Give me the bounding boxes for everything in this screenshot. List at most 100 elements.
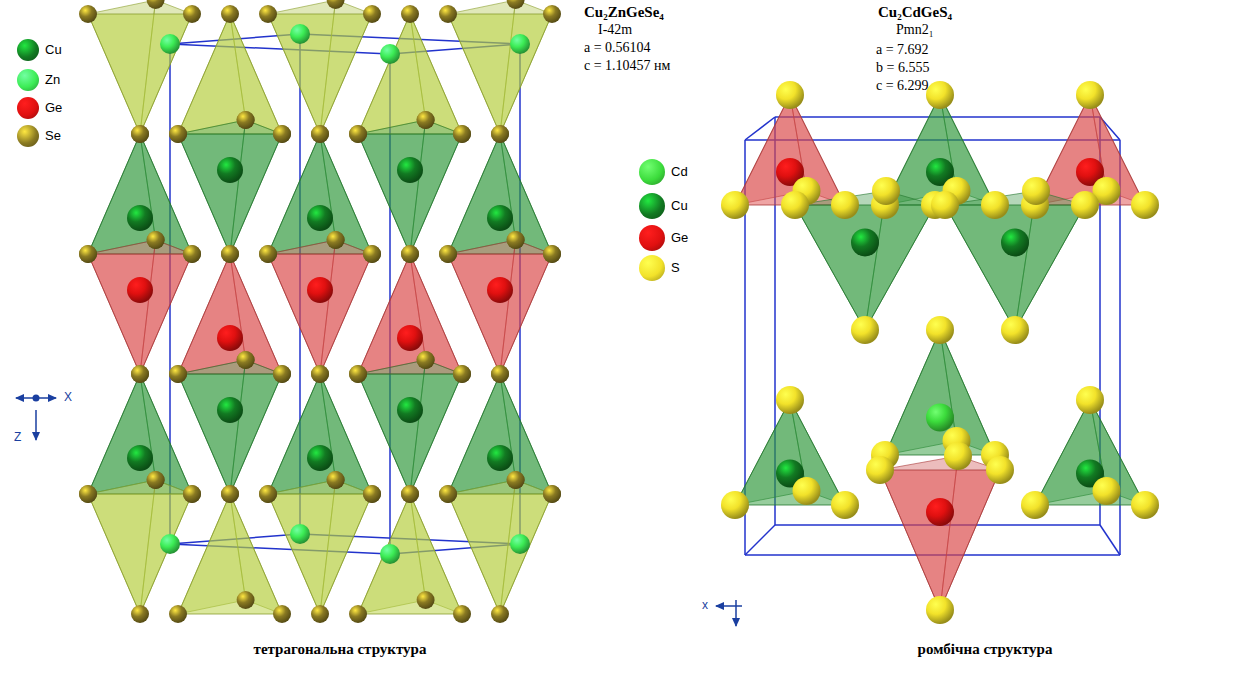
tetra-face — [178, 254, 282, 374]
formula: Cu₂CdGeS₄ — [878, 3, 952, 21]
atom — [131, 365, 149, 383]
atom — [349, 125, 367, 143]
tetra-face — [885, 95, 995, 205]
tetra-face — [735, 400, 845, 505]
atom — [273, 125, 291, 143]
legend-swatch — [639, 193, 665, 219]
atom — [237, 111, 255, 129]
axis-label: X — [64, 390, 72, 404]
atom — [397, 157, 423, 183]
atom — [273, 125, 291, 143]
atom — [1076, 81, 1104, 109]
atom — [872, 177, 900, 205]
atom — [981, 191, 1009, 219]
tetra-face — [448, 254, 552, 374]
atom — [487, 277, 513, 303]
atom — [401, 245, 419, 263]
atom — [147, 471, 165, 489]
tetra-face — [178, 494, 282, 614]
atom — [349, 365, 367, 383]
atom — [217, 325, 243, 351]
unit-cell-edge — [1100, 525, 1120, 555]
formula: Cu₂ZnGeSe₄ — [584, 3, 664, 21]
legend-label: S — [671, 260, 680, 276]
atom — [237, 351, 255, 369]
atom — [237, 111, 255, 129]
atom — [363, 485, 381, 503]
atom — [147, 471, 165, 489]
tetra-face — [945, 205, 1085, 330]
atom — [397, 325, 423, 351]
atom — [127, 277, 153, 303]
atom — [327, 0, 345, 9]
legend-swatch — [17, 125, 39, 147]
tetra-face — [795, 205, 935, 330]
atom — [160, 34, 180, 54]
atom — [721, 191, 749, 219]
atom — [311, 365, 329, 383]
structure-caption: ромбічна структура — [918, 640, 1053, 658]
atom — [217, 397, 243, 423]
atom — [776, 386, 804, 414]
atom — [131, 605, 149, 623]
atom — [1076, 386, 1104, 414]
atom — [439, 485, 457, 503]
atom — [290, 24, 310, 44]
legend-label: Ge — [671, 230, 688, 246]
atom — [721, 491, 749, 519]
tetra-face — [88, 14, 192, 134]
atom — [507, 231, 525, 249]
atom — [543, 485, 561, 503]
tetra-face — [178, 14, 282, 134]
tetra-face — [1035, 95, 1145, 205]
atom — [1093, 477, 1121, 505]
atom — [851, 229, 879, 257]
atom — [79, 245, 97, 263]
atom — [237, 591, 255, 609]
atom — [926, 404, 954, 432]
atom — [507, 471, 525, 489]
tetra-face — [268, 374, 372, 494]
atom — [781, 191, 809, 219]
tetra-face — [178, 134, 282, 254]
tetra-face — [1035, 400, 1145, 505]
atom — [221, 485, 239, 503]
tetra-face — [88, 254, 192, 374]
atom — [327, 231, 345, 249]
atom — [183, 245, 201, 263]
atom — [453, 365, 471, 383]
space-group: I-42m — [598, 22, 632, 39]
atom — [453, 125, 471, 143]
atom — [507, 231, 525, 249]
atom — [237, 351, 255, 369]
atom — [1071, 191, 1099, 219]
atom — [491, 125, 509, 143]
atom — [273, 365, 291, 383]
atom — [183, 5, 201, 23]
axis-origin — [33, 395, 40, 402]
atom — [1022, 177, 1050, 205]
atom — [453, 365, 471, 383]
tetra-face — [448, 14, 552, 134]
atom — [79, 485, 97, 503]
tetra-face — [358, 374, 462, 494]
lattice-parameter: c = 6.299 — [876, 78, 929, 95]
atom — [543, 245, 561, 263]
tetra-face — [358, 14, 462, 134]
atom — [259, 245, 277, 263]
atom — [79, 245, 97, 263]
atom — [217, 157, 243, 183]
tetra-face — [268, 254, 372, 374]
atoms — [79, 0, 1159, 624]
atom — [776, 81, 804, 109]
atom — [259, 245, 277, 263]
atom — [491, 365, 509, 383]
atom — [311, 365, 329, 383]
atom — [793, 477, 821, 505]
tetra-face — [268, 14, 372, 134]
atom — [79, 5, 97, 23]
atom — [401, 5, 419, 23]
atom — [307, 445, 333, 471]
